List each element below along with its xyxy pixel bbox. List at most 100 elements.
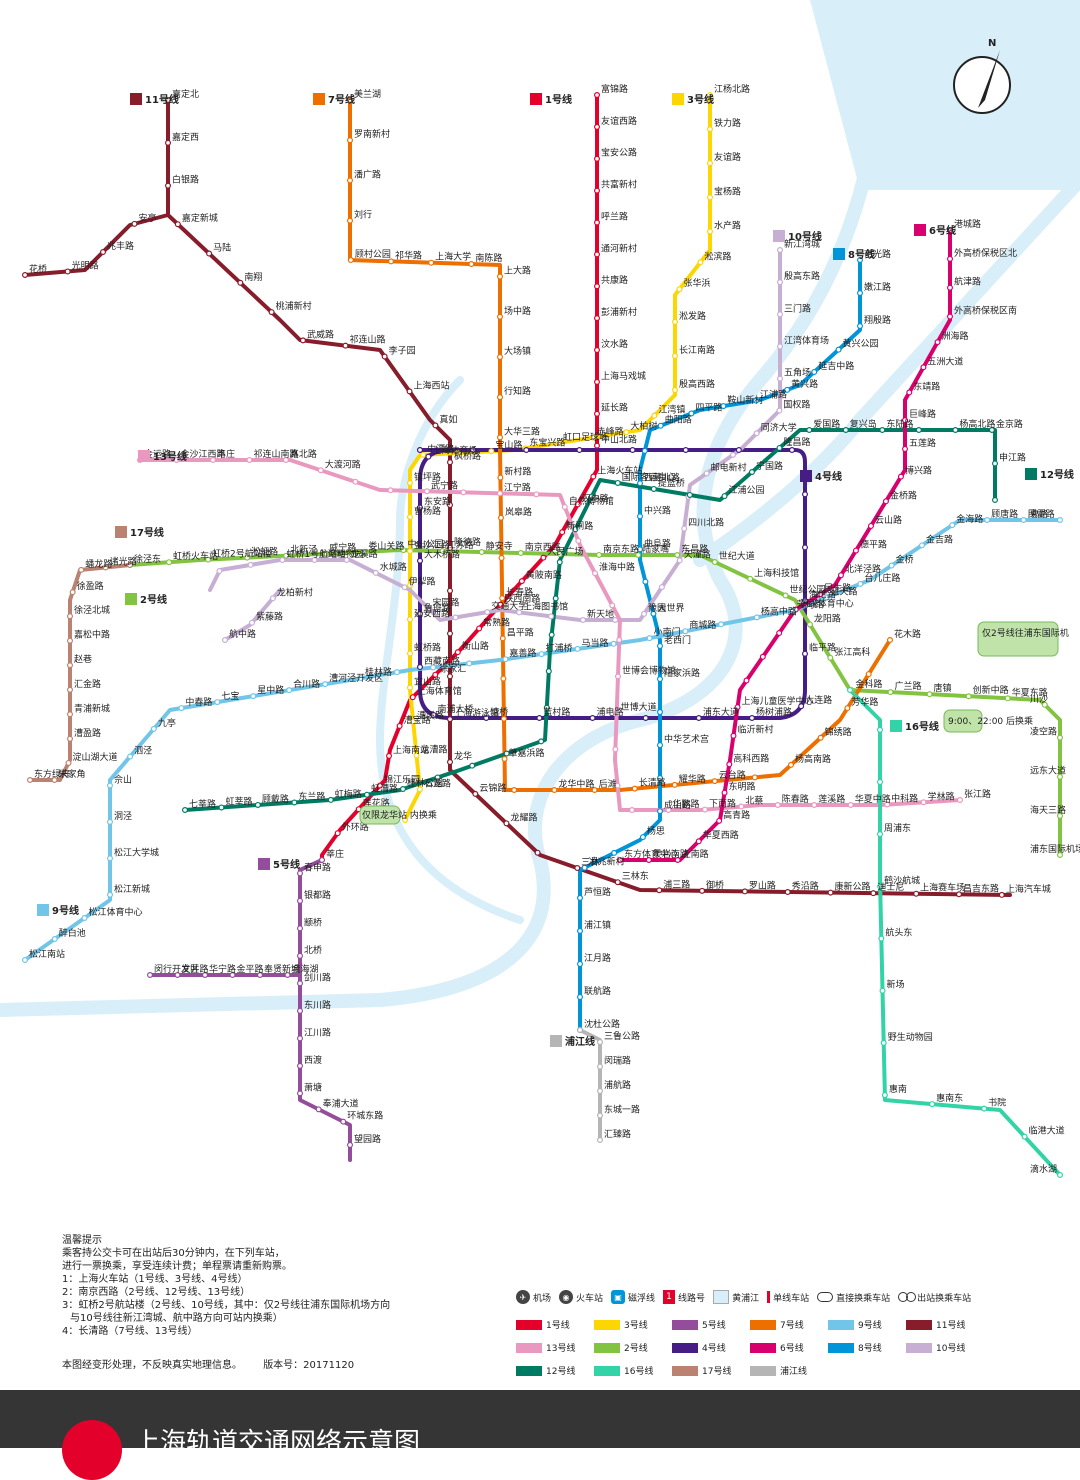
line-badge-label: 12号线 — [1040, 468, 1074, 481]
station-marker — [534, 849, 541, 856]
station-marker — [1041, 701, 1048, 708]
legend-swatch: 13号线 — [516, 1341, 580, 1354]
station-label: 上海动物园 — [319, 548, 364, 560]
station-label: 汉中路 — [582, 492, 609, 504]
station-label: 南京东路 — [603, 543, 639, 555]
station-label: 浦东国际机场 — [1030, 843, 1080, 855]
station-marker — [488, 448, 495, 455]
station-marker — [706, 91, 713, 98]
terminal-icon — [767, 1291, 771, 1303]
station-label: 港城路 — [954, 218, 981, 230]
station-label: 新江湾城 — [784, 238, 820, 250]
station-marker — [297, 897, 304, 904]
station-marker — [656, 642, 663, 649]
station-label: 远东大道 — [1030, 765, 1066, 777]
station-marker — [884, 801, 891, 808]
station-marker — [417, 447, 424, 454]
station-label: 爱国路 — [813, 418, 840, 430]
station-marker — [642, 578, 649, 585]
metro-map: 富锦路友谊西路宝安公路共富新村呼兰路通河新村共康路彭浦新村汶水路上海马戏城延长路… — [0, 0, 1080, 1178]
station-marker — [131, 220, 138, 227]
station-label: 洲海路 — [942, 330, 969, 342]
station-label: 航津路 — [954, 276, 981, 288]
station-label: 淞虹路 — [251, 546, 278, 558]
station-label: 芳甸路 — [797, 598, 824, 610]
station-label: 东陆路 — [886, 418, 913, 430]
station-marker — [593, 283, 600, 290]
station-label: 殷高东路 — [784, 270, 820, 282]
station-label: 西藏南路 — [424, 655, 460, 667]
station-label: 友谊西路 — [601, 115, 637, 127]
station-marker — [776, 343, 783, 350]
swatch-label: 7号线 — [780, 1321, 804, 1331]
legend-swatch: 6号线 — [750, 1341, 814, 1354]
station-marker — [1056, 1171, 1063, 1178]
station-label: 嘉定西 — [172, 131, 199, 143]
station-marker — [701, 806, 708, 813]
line-badge-12: 12号线 — [1025, 468, 1074, 481]
station-marker — [315, 1106, 322, 1113]
legend-exit-transfer-label: 出站换乘车站 — [917, 1293, 972, 1304]
station-label: 巨峰路 — [909, 408, 936, 420]
station-label: 金海路 — [956, 513, 983, 525]
line-badge-label: 16号线 — [905, 720, 939, 733]
station-label: 安亭 — [138, 212, 156, 224]
station-label: 奉贤新城 — [264, 963, 300, 975]
station-marker — [847, 801, 854, 808]
station-label: 桃浦新村 — [276, 300, 312, 312]
station-label: 中潭路 — [427, 443, 454, 455]
station-marker — [420, 451, 427, 458]
station-marker — [246, 457, 253, 464]
line-badge-1: 1号线 — [530, 93, 572, 106]
station-marker — [988, 427, 995, 434]
footer-bar: 上海轨道交通网络示意图 — [0, 1390, 1080, 1480]
line-badge-8: 8号线 — [833, 248, 875, 261]
station-label: 龙阳路 — [814, 612, 841, 624]
station-marker — [657, 422, 664, 429]
station-label: 虹梅路 — [335, 788, 362, 800]
maglev-icon: ▣ — [611, 1290, 626, 1304]
station-label: 行知路 — [504, 385, 531, 397]
station-marker — [703, 470, 710, 477]
station-label: 商城路 — [689, 619, 716, 631]
station-marker — [641, 610, 648, 617]
station-label: 浦三路 — [663, 878, 690, 890]
line-badge-label: 4号线 — [815, 470, 842, 483]
station-marker — [865, 671, 872, 678]
line-badge-17: 17号线 — [115, 526, 164, 539]
station-marker — [254, 801, 261, 808]
station-label: 朱家角 — [59, 768, 86, 780]
station-label: 市光路 — [864, 248, 891, 260]
line-badge-4: 4号线 — [800, 470, 842, 483]
station-label: 漕河泾开发区 — [329, 672, 383, 684]
swatch-label: 9号线 — [858, 1321, 882, 1331]
station-marker — [407, 616, 414, 623]
station-label: 五洲大道 — [927, 355, 963, 367]
station-marker — [291, 799, 298, 806]
station-marker — [576, 447, 583, 454]
station-label: 台儿庄路 — [864, 572, 900, 584]
swatch-color — [672, 1319, 698, 1330]
station-marker — [946, 284, 953, 291]
station-marker — [837, 572, 844, 579]
station-marker — [425, 605, 432, 612]
station-label: 秀沿路 — [792, 880, 819, 892]
station-label: 青浦新城 — [74, 702, 110, 714]
station-marker — [576, 927, 583, 934]
station-label: 上南路 — [682, 848, 709, 860]
station-label: 共富新村 — [601, 179, 637, 191]
station-marker — [347, 137, 354, 144]
legend-swatch: 17号线 — [672, 1364, 736, 1377]
station-marker — [711, 778, 718, 785]
station-marker — [720, 403, 727, 410]
station-marker — [743, 677, 750, 684]
station-label: 宋园路 — [432, 596, 459, 608]
station-label: 白银路 — [172, 174, 199, 186]
station-marker — [284, 971, 291, 978]
station-marker — [650, 610, 657, 617]
station-marker — [454, 649, 461, 656]
line-badge-2: 2号线 — [125, 593, 167, 606]
station-marker — [589, 434, 596, 441]
station-marker — [741, 888, 748, 895]
station-marker — [533, 491, 540, 498]
